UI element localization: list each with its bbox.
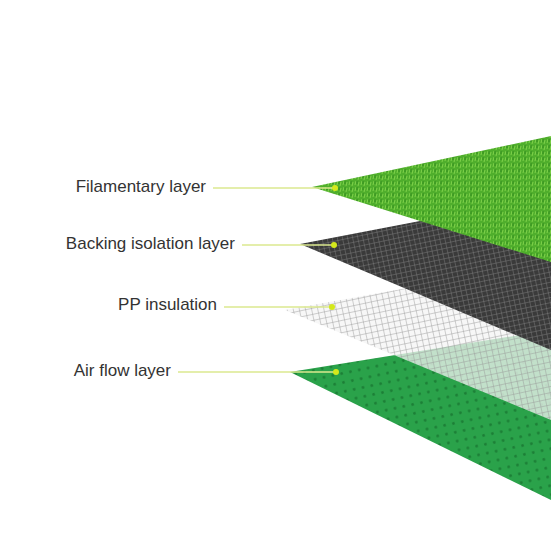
layer-label: Air flow layer: [74, 361, 171, 381]
layer-label: Filamentary layer: [76, 177, 206, 197]
leader-dots: [329, 185, 339, 375]
layer-label: PP insulation: [118, 295, 217, 315]
leader-lines: [178, 188, 334, 372]
grass-sheet: [312, 136, 551, 262]
layer-label: Backing isolation layer: [66, 234, 235, 254]
